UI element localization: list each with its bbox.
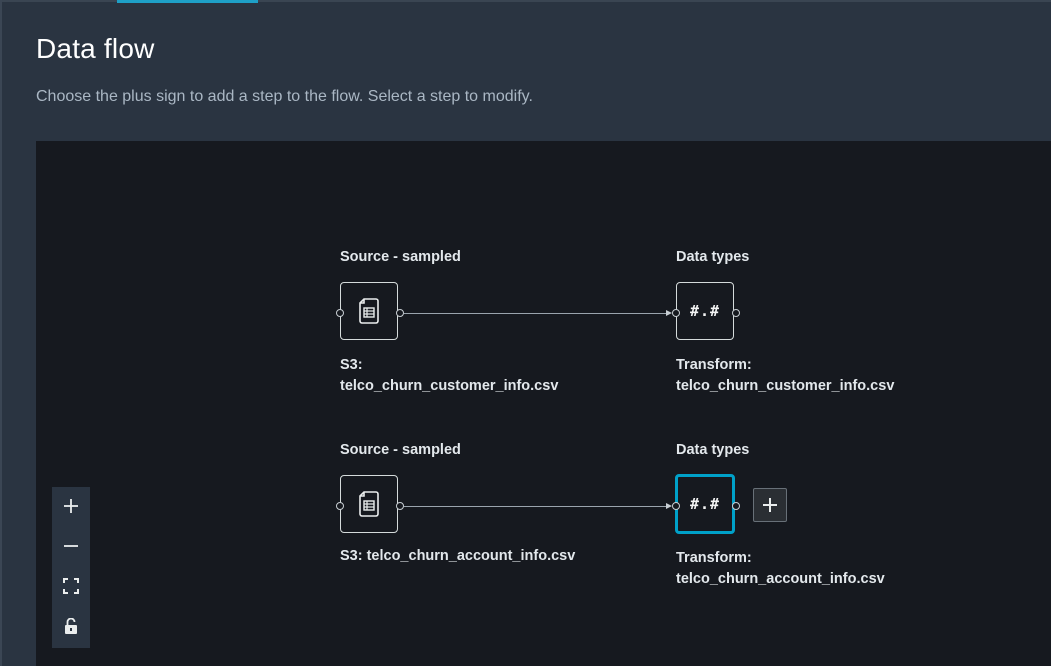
- page-title: Data flow: [36, 33, 155, 64]
- source-node-2-caption: S3: telco_churn_account_info.csv: [340, 548, 576, 564]
- source-node-2-output-port[interactable]: [396, 502, 404, 510]
- top-tab-bar-border: [0, 0, 1051, 2]
- source-node-1-label: Source - sampled: [340, 249, 461, 265]
- transform-node-2-input-port[interactable]: [672, 502, 680, 510]
- transform-node-2-label: Data types: [676, 442, 750, 458]
- unlock-icon: [65, 618, 77, 634]
- source-node-1-output-port[interactable]: [396, 309, 404, 317]
- minus-icon: [64, 545, 78, 547]
- source-node-1[interactable]: [340, 282, 398, 340]
- transform-node-1-input-port[interactable]: [672, 309, 680, 317]
- canvas-zoom-controls: [52, 487, 90, 648]
- page-subtitle: Choose the plus sign to add a step to th…: [36, 88, 533, 105]
- transform-node-1-label: Data types: [676, 249, 750, 265]
- zoom-in-button[interactable]: [52, 487, 90, 525]
- edge-arrowhead: [666, 310, 672, 316]
- source-node-2-input-port[interactable]: [336, 502, 344, 510]
- add-step-button[interactable]: [753, 488, 787, 522]
- toggle-lock-button[interactable]: [52, 607, 90, 645]
- transform-node-1-caption: Transform: telco_churn_customer_info.csv: [676, 357, 895, 394]
- zoom-out-button[interactable]: [52, 527, 90, 565]
- edge-source-1-to-transform-1: [404, 313, 670, 314]
- source-node-1-caption: S3: telco_churn_customer_info.csv: [340, 357, 559, 394]
- document-table-icon: [359, 491, 379, 517]
- flow-canvas[interactable]: Source - sampled S3: telco_churn_custome…: [36, 141, 1051, 666]
- transform-node-2-caption: Transform: telco_churn_account_info.csv: [676, 550, 885, 587]
- active-tab-indicator[interactable]: [117, 0, 258, 3]
- fit-view-icon: [63, 578, 79, 594]
- document-table-icon: [359, 298, 379, 324]
- edge-arrowhead: [666, 503, 672, 509]
- source-node-2-label: Source - sampled: [340, 442, 461, 458]
- number-format-icon: #.#: [689, 302, 721, 320]
- panel-left-edge: [0, 0, 2, 666]
- transform-node-1[interactable]: #.#: [676, 282, 734, 340]
- fit-view-button[interactable]: [52, 567, 90, 605]
- transform-node-1-output-port[interactable]: [732, 309, 740, 317]
- plus-icon: [763, 498, 777, 512]
- number-format-icon: #.#: [689, 495, 721, 513]
- transform-node-2-output-port[interactable]: [732, 502, 740, 510]
- source-node-2[interactable]: [340, 475, 398, 533]
- transform-node-2-selected[interactable]: #.#: [675, 474, 735, 534]
- plus-icon: [64, 499, 78, 513]
- edge-source-2-to-transform-2: [404, 506, 670, 507]
- source-node-1-input-port[interactable]: [336, 309, 344, 317]
